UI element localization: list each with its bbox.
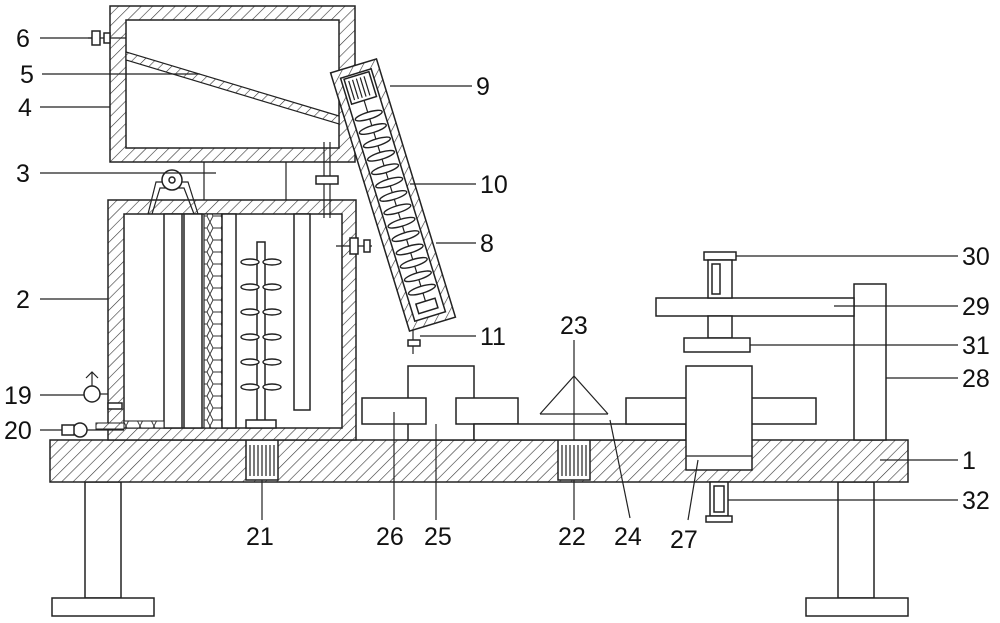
left-leg [51,481,155,617]
side-valve [336,237,372,255]
leader-lines [40,37,958,521]
label-28: 28 [962,365,990,393]
label-9: 9 [476,73,490,101]
label-6: 6 [16,25,30,53]
label-25: 25 [424,523,452,551]
upper-box [109,5,356,163]
label-21: 21 [246,523,274,551]
joint-29 [707,315,733,339]
label-19: 19 [4,382,32,410]
label-30: 30 [962,243,990,271]
inclined-screen [125,51,340,125]
label-27: 27 [670,526,698,554]
arm-29 [655,297,855,317]
base-table [49,439,909,483]
pipe-valve [315,142,339,218]
block-26-right [455,397,519,425]
label-23: 23 [560,312,588,340]
outlet-11 [407,330,421,354]
label-1: 1 [962,447,976,475]
column-28 [853,283,887,441]
rail-24 [473,423,687,441]
label-8: 8 [480,230,494,258]
label-11: 11 [480,323,506,351]
label-26: 26 [376,523,404,551]
label-5: 5 [20,61,34,89]
actuator-32 [705,481,733,523]
valve-6 [88,30,126,46]
label-10: 10 [480,171,508,199]
motor-21 [245,439,279,481]
lower-tank [107,199,357,441]
actuator-30 [703,251,737,299]
label-29: 29 [962,293,990,321]
labels: 6 5 4 3 2 19 20 9 10 8 11 23 21 26 25 22… [4,25,990,554]
top-pulley [147,169,199,215]
label-24: 24 [614,523,642,551]
label-3: 3 [16,160,30,188]
screw-conveyor [329,57,457,333]
cylinder-27 [685,365,753,471]
pump-19 [83,371,123,410]
plate-31 [683,337,751,353]
right-leg [805,481,909,617]
tripod-23 [539,344,609,440]
label-32: 32 [962,487,990,515]
label-22: 22 [558,523,586,551]
label-4: 4 [18,94,32,122]
motor-22 [557,439,591,481]
label-20: 20 [4,417,32,445]
label-31: 31 [962,332,990,360]
label-2: 2 [16,286,30,314]
